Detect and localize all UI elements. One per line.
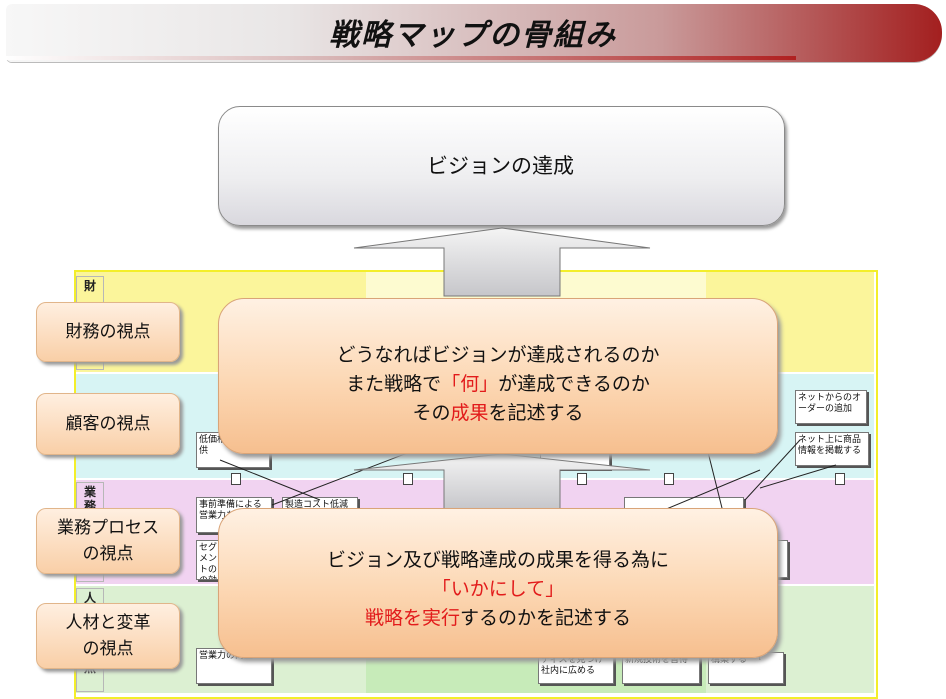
financial-perspective-label: 財務の視点 — [36, 302, 180, 362]
outcome-callout: どうなればビジョンが達成されるのか また戦略で「何」が達成できるのか その成果を… — [218, 298, 778, 454]
execution-line-2: 「いかにして」 — [431, 578, 565, 600]
customer-perspective-label: 顧客の視点 — [36, 393, 180, 455]
vision-up-arrow-icon — [353, 227, 651, 297]
vision-box — [218, 106, 785, 226]
outcome-line-2: また戦略で「何」が達成できるのか — [346, 373, 650, 395]
process-perspective-label: 業務プロセス の視点 — [36, 508, 180, 574]
map-card: ネット上に商品情報を掲載する — [795, 432, 869, 466]
map-card: ネットからのオーダーの追加 — [795, 390, 867, 424]
execution-callout: ビジョン及び戦略達成の成果を得る為に 「いかにして」 戦略を実行するのかを記述す… — [218, 508, 778, 658]
inner-up-arrow-icon — [353, 453, 651, 511]
page-title: 戦略マップの骨組み — [329, 18, 617, 53]
outcome-line-1: どうなればビジョンが達成されるのか — [336, 344, 660, 366]
up-arrow-icon — [835, 473, 845, 485]
vision-label: ビジョンの達成 — [427, 154, 574, 178]
execution-line-3: 戦略を実行するのかを記述する — [364, 607, 632, 629]
title-underline — [6, 56, 796, 60]
title-banner — [6, 4, 942, 62]
execution-line-1: ビジョン及び戦略達成の成果を得る為に — [326, 549, 669, 571]
up-arrow-icon — [403, 473, 413, 485]
learning-perspective-label: 人材と変革 の視点 — [36, 603, 180, 669]
outcome-line-3: その成果を記述する — [412, 402, 584, 424]
up-arrow-icon — [577, 473, 587, 485]
up-arrow-icon — [664, 473, 674, 485]
up-arrow-icon — [231, 473, 241, 485]
